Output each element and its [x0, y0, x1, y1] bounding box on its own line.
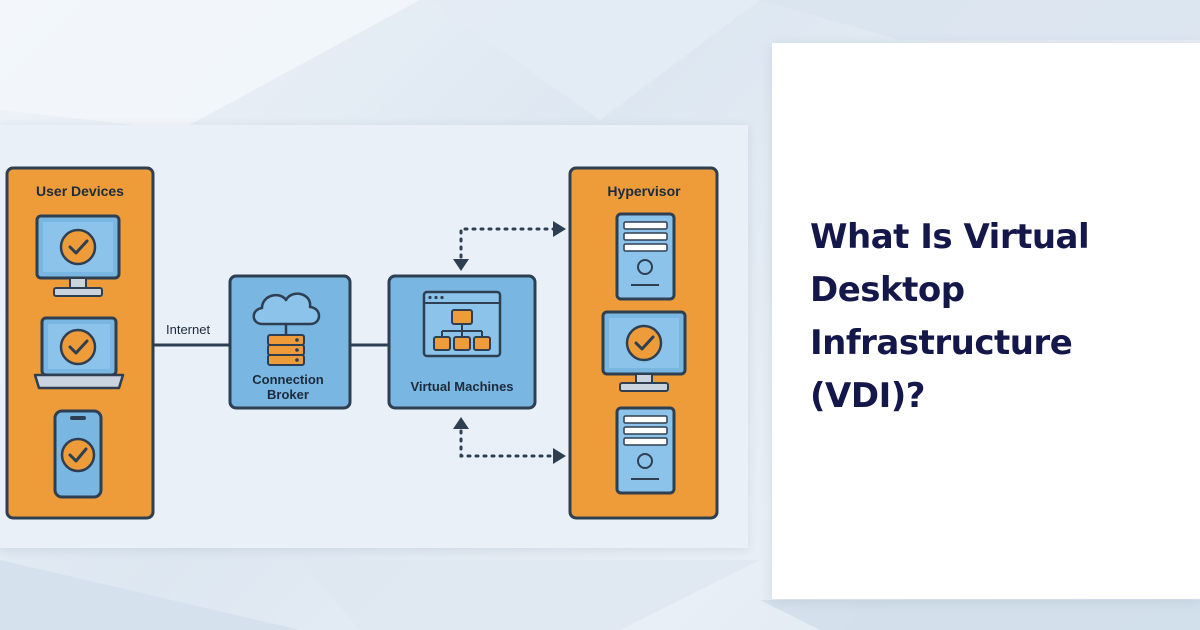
arrow-bottom-path [459, 421, 558, 458]
vdi-diagram: Internet User Devices [0, 125, 748, 548]
arrow-heads [453, 221, 566, 464]
hierarchy-icon [433, 309, 491, 351]
server-tower-icon [615, 212, 676, 301]
virtual-machines-box: Virtual Machines [387, 274, 537, 410]
hypervisor-panel: Hypervisor [568, 166, 719, 520]
dotted-arrows [459, 227, 558, 458]
arrowhead-top-down [453, 259, 469, 271]
vdi-diagram-svg: Internet User Devices [5, 166, 719, 520]
arrowhead-bottom-up [453, 417, 469, 429]
server-stack-icon [267, 334, 305, 366]
user-devices-label: User Devices [36, 183, 124, 199]
monitor-check-icon [601, 310, 687, 392]
connection-broker-box: Connection Broker [228, 274, 352, 410]
server-tower-icon [615, 406, 676, 495]
internet-label: Internet [166, 322, 210, 337]
cloud-icon [252, 292, 321, 335]
connection-broker-label-line1: Connection [252, 372, 324, 387]
title-card: What Is Virtual Desktop Infrastructure (… [772, 43, 1200, 599]
connection-broker-label-line2: Broker [267, 387, 309, 402]
arrowhead-bottom-right [553, 448, 566, 464]
arrow-top-path [459, 227, 558, 267]
virtual-machines-label: Virtual Machines [410, 379, 513, 394]
page-title: What Is Virtual Desktop Infrastructure (… [810, 217, 1090, 416]
smartphone-icon [53, 409, 103, 499]
laptop-icon [33, 316, 125, 390]
hypervisor-label: Hypervisor [607, 183, 681, 199]
desktop-monitor-icon [35, 214, 121, 297]
user-devices-panel: User Devices [5, 166, 155, 520]
arrowhead-top-right [553, 221, 566, 237]
